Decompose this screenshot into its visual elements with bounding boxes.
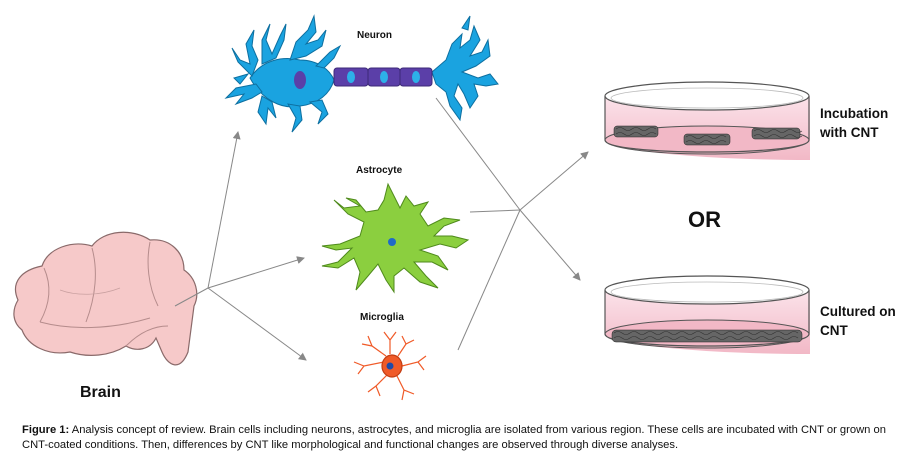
dish-top-label-line1: Incubation [820, 106, 889, 121]
cells-to-dishes-arrows [435, 97, 589, 351]
dish-bottom-label-line1: Cultured on [820, 304, 896, 319]
dish-bottom-label: Cultured on CNT [820, 302, 896, 340]
diagram-canvas [13, 14, 810, 401]
petri-dish-incubation [604, 81, 810, 160]
neuron-label: Neuron [357, 30, 392, 41]
dish-top-label: Incubation with CNT [820, 104, 888, 142]
or-label: OR [688, 207, 721, 232]
brain-to-cells-arrows [174, 131, 307, 361]
neuron-illustration [224, 14, 499, 133]
dish-top-label-line2: with CNT [820, 125, 879, 140]
brain-label: Brain [80, 384, 121, 401]
brain-illustration [13, 231, 198, 366]
cnt-coating [611, 329, 803, 343]
caption-prefix: Figure 1: [22, 424, 70, 436]
microglia-illustration [353, 331, 427, 401]
astrocyte-illustration [321, 182, 470, 294]
astrocyte-label: Astrocyte [356, 165, 403, 176]
dish-bottom-label-line2: CNT [820, 323, 848, 338]
microglia-label: Microglia [360, 312, 404, 323]
petri-dish-cultured [604, 275, 810, 354]
caption-text: Analysis concept of review. Brain cells … [22, 424, 886, 451]
figure-caption: Figure 1: Analysis concept of review. Br… [22, 423, 902, 453]
